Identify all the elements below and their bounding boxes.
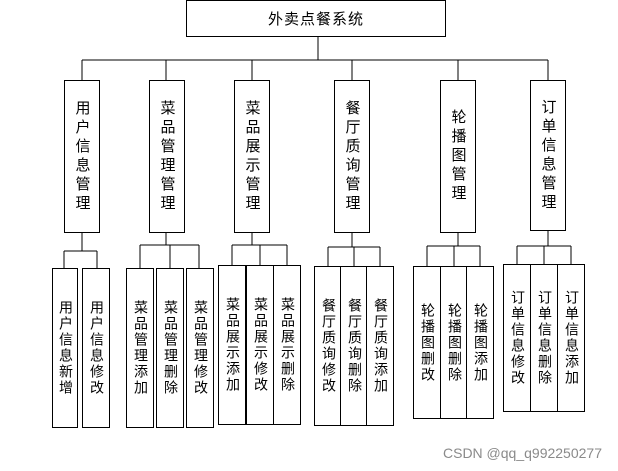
root-label: 外卖点餐系统 [267, 10, 364, 28]
leaf-label: 菜品展示修改 [252, 297, 268, 393]
module-dish-manage: 菜品管理管理 [149, 80, 185, 233]
leaf-carousel-delete: 轮播图删除 [440, 266, 468, 419]
module-user-info: 用户信息管理 [64, 80, 100, 233]
leaf-user-add: 用户信息新增 [52, 268, 78, 428]
leaf-label: 餐厅质询修改 [320, 298, 336, 394]
leaf-label: 用户信息修改 [88, 300, 104, 396]
module-order-info: 订单信息管理 [530, 80, 566, 231]
leaf-label: 订单信息删除 [536, 290, 552, 386]
module-label: 用户信息管理 [73, 99, 92, 214]
watermark: CSDN @qq_q992250277 [443, 445, 602, 461]
leaf-label: 餐厅质询删除 [346, 298, 362, 394]
leaf-label: 菜品展示添加 [224, 297, 240, 393]
leaf-inquiry-edit: 餐厅质询修改 [314, 266, 342, 426]
module-label: 餐厅质询管理 [343, 99, 362, 214]
leaf-dish-edit: 菜品管理修改 [186, 268, 214, 428]
module-label: 菜品展示管理 [243, 99, 262, 214]
leaf-carousel-add: 轮播图添加 [466, 266, 494, 419]
leaf-label: 轮播图删改 [419, 302, 435, 383]
leaf-carousel-edit: 轮播图删改 [413, 266, 441, 419]
leaf-label: 轮播图添加 [472, 302, 488, 383]
leaf-label: 菜品展示删除 [279, 297, 295, 393]
leaf-display-edit: 菜品展示修改 [246, 265, 274, 425]
leaf-label: 菜品管理删除 [162, 300, 178, 396]
leaf-dish-delete: 菜品管理删除 [156, 268, 184, 428]
leaf-label: 餐厅质询添加 [372, 298, 388, 394]
module-dish-display: 菜品展示管理 [234, 80, 270, 233]
module-restaurant-inquiry: 餐厅质询管理 [334, 80, 370, 233]
leaf-display-add: 菜品展示添加 [218, 265, 246, 425]
leaf-label: 菜品管理添加 [132, 300, 148, 396]
root-node: 外卖点餐系统 [186, 0, 446, 37]
leaf-label: 轮播图删除 [446, 302, 462, 383]
module-label: 订单信息管理 [539, 98, 558, 213]
leaf-inquiry-add: 餐厅质询添加 [366, 266, 394, 426]
leaf-label: 订单信息添加 [563, 290, 579, 386]
leaf-display-delete: 菜品展示删除 [273, 265, 301, 425]
module-label: 菜品管理管理 [158, 99, 177, 214]
leaf-order-edit: 订单信息修改 [503, 264, 531, 412]
leaf-dish-add: 菜品管理添加 [126, 268, 154, 428]
leaf-inquiry-delete: 餐厅质询删除 [340, 266, 368, 426]
leaf-label: 用户信息新增 [57, 300, 73, 396]
leaf-label: 订单信息修改 [509, 290, 525, 386]
leaf-label: 菜品管理修改 [192, 300, 208, 396]
leaf-order-delete: 订单信息删除 [530, 264, 558, 412]
module-label: 轮播图管理 [449, 109, 468, 204]
module-carousel: 轮播图管理 [440, 80, 476, 233]
leaf-order-add: 订单信息添加 [557, 264, 585, 412]
leaf-user-edit: 用户信息修改 [82, 268, 110, 428]
